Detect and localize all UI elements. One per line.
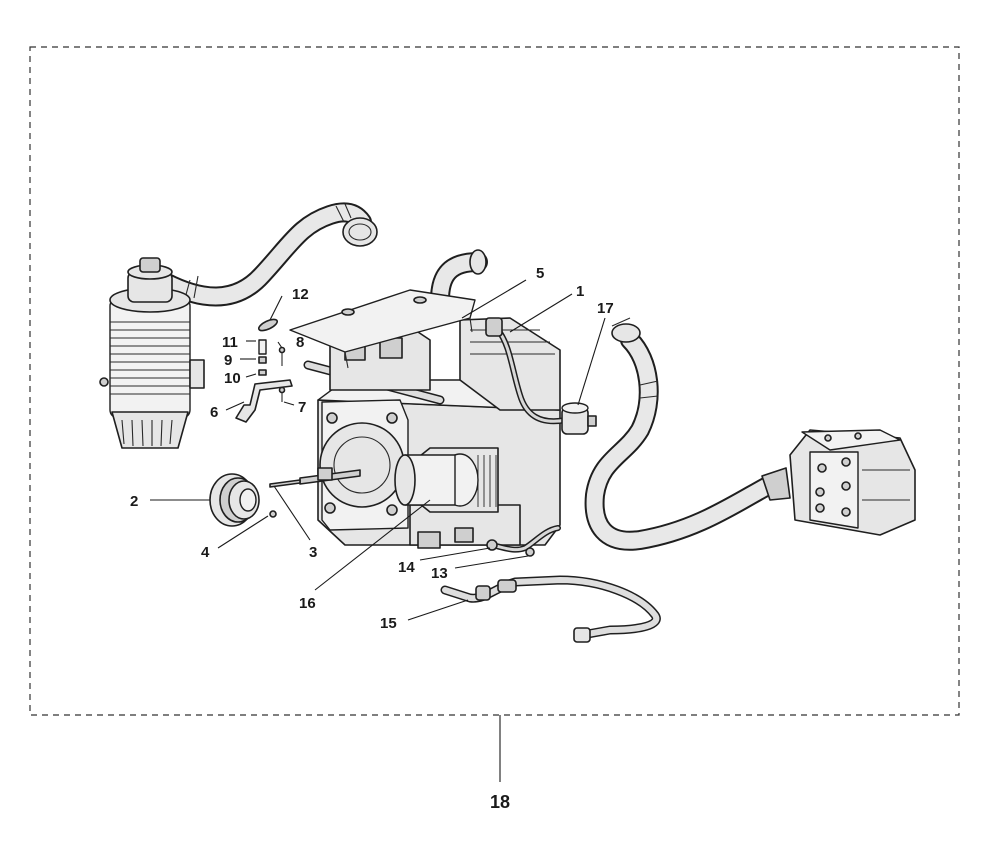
assembly-boundary <box>29 46 960 716</box>
callout-13: 13 <box>431 565 448 582</box>
callout-1: 1 <box>576 283 584 300</box>
callout-6: 6 <box>210 404 218 421</box>
callout-8: 8 <box>296 334 304 351</box>
callout-7: 7 <box>298 399 306 416</box>
callout-14: 14 <box>398 559 415 576</box>
fuel-component <box>561 402 597 435</box>
callout-10: 10 <box>224 370 241 387</box>
callout-labels: 1 2 3 4 5 6 7 8 9 10 11 12 13 14 15 16 1… <box>130 265 614 812</box>
intake-hose <box>155 202 378 307</box>
exhaust-hose <box>584 317 791 551</box>
fuel-line <box>440 575 661 643</box>
air-filter <box>99 257 205 449</box>
ground-lead <box>486 525 561 557</box>
key <box>269 510 277 518</box>
cover-plate <box>289 289 476 369</box>
callout-16: 16 <box>299 595 316 612</box>
callout-4: 4 <box>201 544 210 561</box>
sensor-wire <box>485 317 569 425</box>
engine-block <box>299 249 561 549</box>
shaft-key <box>269 479 301 488</box>
callout-17: 17 <box>597 300 614 317</box>
callout-11: 11 <box>222 334 238 351</box>
callout-18: 18 <box>490 792 510 812</box>
callout-2: 2 <box>130 493 138 510</box>
muffler <box>789 429 916 536</box>
callout-3: 3 <box>309 544 317 561</box>
pulley <box>209 473 260 527</box>
callout-9: 9 <box>224 352 232 369</box>
small-hardware <box>235 318 293 423</box>
callout-5: 5 <box>536 265 544 282</box>
callout-15: 15 <box>380 615 397 632</box>
starter-motor <box>394 447 499 513</box>
callout-12: 12 <box>292 286 309 303</box>
leader-lines <box>150 279 606 782</box>
